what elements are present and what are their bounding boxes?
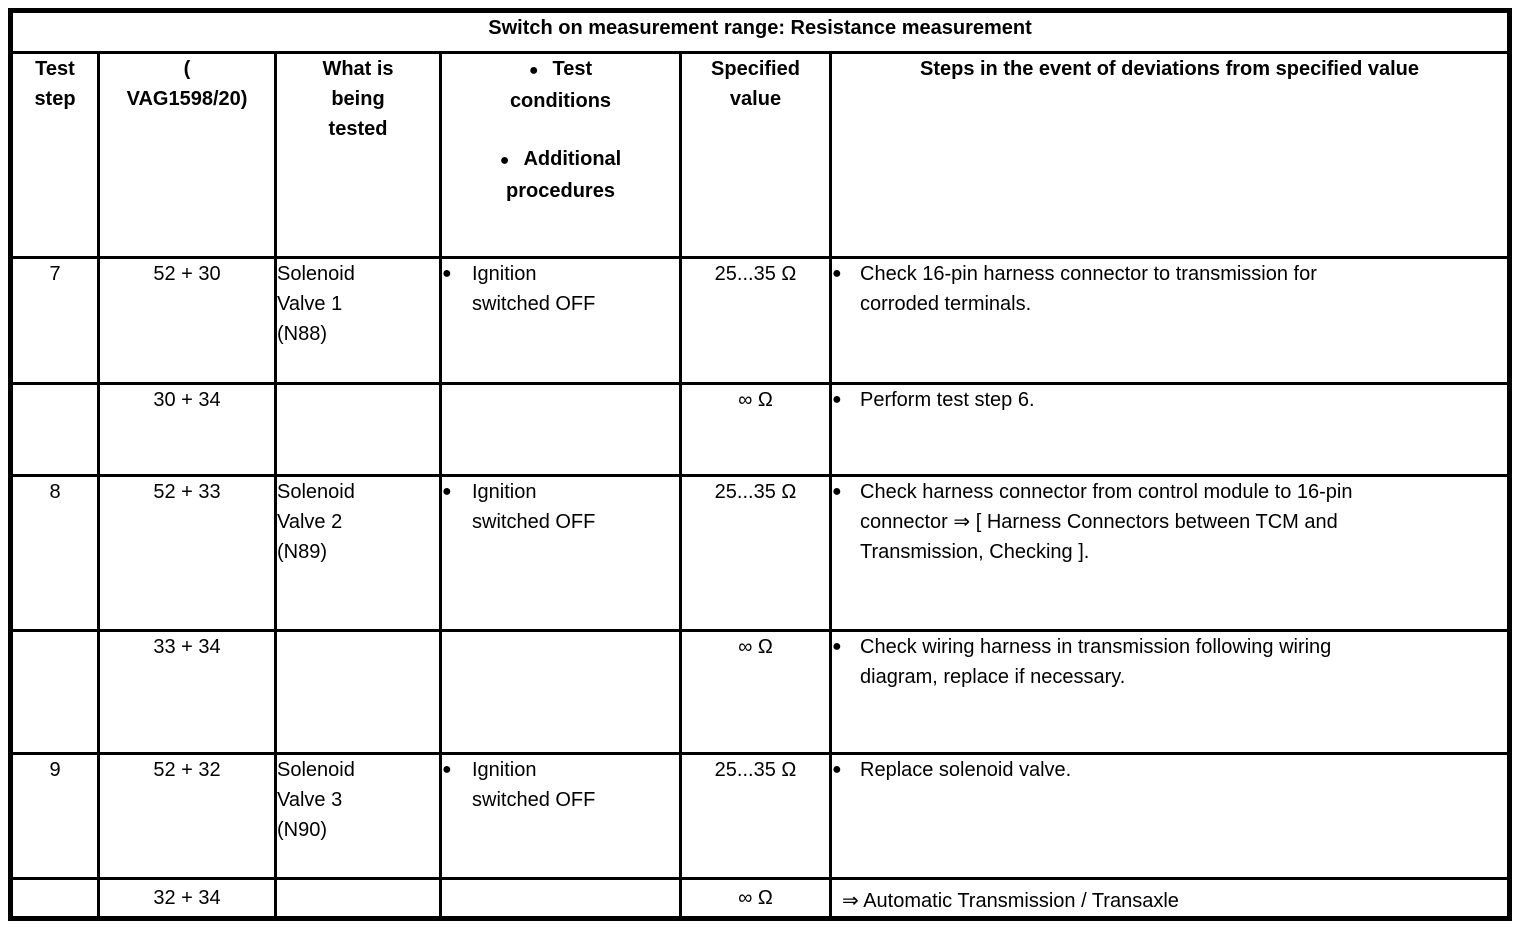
cell-terminals: 52 + 30 <box>97 256 277 385</box>
conditions-value: Ignition switched OFF <box>472 481 596 533</box>
tested-value: Solenoid Valve 2 (N89) <box>277 481 355 563</box>
bullet-icon: ● <box>832 391 842 408</box>
header-test-step-label: Test step <box>34 58 76 110</box>
cell-specified-value: ∞ Ω <box>679 382 832 477</box>
bullet-icon: ● <box>499 152 510 169</box>
cell-what-tested: Solenoid Valve 3 (N90) <box>274 752 442 880</box>
bullet-icon: ● <box>442 265 452 282</box>
terminals-value: 52 + 30 <box>153 263 221 285</box>
cell-terminals: 30 + 34 <box>97 382 277 477</box>
header-specified-value: Specified value <box>679 51 832 259</box>
header-specified-value-label: Specified value <box>711 58 800 110</box>
bullet-icon: ● <box>442 761 452 778</box>
table-row: 7 52 + 30 Solenoid Valve 1 (N88) ● Ignit… <box>9 256 1511 385</box>
cell-test-step: 9 <box>9 752 100 880</box>
resistance-measurement-table: Switch on measurement range: Resistance … <box>8 8 1512 921</box>
specified-value: ∞ Ω <box>738 887 773 909</box>
steps-value: Perform test step 6. <box>860 389 1035 411</box>
table-header-row: Test step ( VAG1598/20) What is being te… <box>9 51 1511 259</box>
cell-conditions <box>439 382 682 477</box>
header-steps-label: Steps in the event of deviations from sp… <box>919 58 1419 80</box>
cell-specified-value: ∞ Ω <box>679 877 832 920</box>
cell-steps: ● Check wiring harness in transmission f… <box>829 629 1511 755</box>
steps-value: Check harness connector from control mod… <box>860 481 1353 563</box>
cell-conditions <box>439 877 682 920</box>
cell-what-tested <box>274 877 442 920</box>
header-test-conditions: ●Test conditions ●Additional procedures <box>439 51 682 259</box>
steps-value: Check 16-pin harness connector to transm… <box>860 263 1317 315</box>
header-test-step: Test step <box>9 51 100 259</box>
test-step-value: 8 <box>49 481 61 503</box>
cell-steps: ● Replace solenoid valve. <box>829 752 1511 880</box>
header-vag-terminals-label: ( VAG1598/20) <box>126 58 248 110</box>
cell-specified-value: 25...35 Ω <box>679 474 832 632</box>
specified-value: 25...35 Ω <box>714 481 797 503</box>
cell-specified-value: 25...35 Ω <box>679 256 832 385</box>
cell-steps: ⇒ Automatic Transmission / Transaxle <box>829 877 1511 920</box>
header-procedures-item: ●Additional procedures <box>444 144 678 206</box>
steps-value: ⇒ Automatic Transmission / Transaxle <box>842 889 1179 912</box>
table-row: 8 52 + 33 Solenoid Valve 2 (N89) ● Ignit… <box>9 474 1511 632</box>
steps-value: Check wiring harness in transmission fol… <box>860 636 1332 688</box>
header-conditions-item: ●Test conditions <box>444 56 678 117</box>
cell-specified-value: ∞ Ω <box>679 629 832 755</box>
cell-conditions: ● Ignition switched OFF <box>439 256 682 385</box>
header-steps: Steps in the event of deviations from sp… <box>829 51 1511 259</box>
test-step-value: 9 <box>49 759 61 781</box>
table-title-text: Switch on measurement range: Resistance … <box>488 17 1032 39</box>
header-what-tested: What is being tested <box>274 51 442 259</box>
header-procedures-label: Additional procedures <box>506 148 622 202</box>
bullet-icon: ● <box>832 761 842 778</box>
specified-value: 25...35 Ω <box>714 759 797 781</box>
header-conditions-label: Test conditions <box>509 58 612 112</box>
cell-test-step <box>9 382 100 477</box>
cell-test-step: 8 <box>9 474 100 632</box>
table-title-row: Switch on measurement range: Resistance … <box>9 9 1511 54</box>
cell-conditions: ● Ignition switched OFF <box>439 752 682 880</box>
cell-test-step: 7 <box>9 256 100 385</box>
header-what-tested-label: What is being tested <box>322 58 394 140</box>
table-row: 32 + 34 ∞ Ω ⇒ Automatic Transmission / T… <box>9 877 1511 920</box>
conditions-value: Ignition switched OFF <box>472 263 596 315</box>
bullet-icon: ● <box>832 638 842 655</box>
cell-test-step <box>9 877 100 920</box>
cell-steps: ● Check 16-pin harness connector to tran… <box>829 256 1511 385</box>
cell-what-tested: Solenoid Valve 1 (N88) <box>274 256 442 385</box>
header-vag-terminals: ( VAG1598/20) <box>97 51 277 259</box>
table-title: Switch on measurement range: Resistance … <box>9 9 1511 54</box>
specified-value: ∞ Ω <box>738 636 773 658</box>
cell-terminals: 52 + 33 <box>97 474 277 632</box>
terminals-value: 52 + 33 <box>153 481 221 503</box>
table-row: 33 + 34 ∞ Ω ● Check wiring harness in tr… <box>9 629 1511 755</box>
bullet-icon: ● <box>442 483 452 500</box>
terminals-value: 52 + 32 <box>153 759 221 781</box>
cell-specified-value: 25...35 Ω <box>679 752 832 880</box>
cell-steps: ● Perform test step 6. <box>829 382 1511 477</box>
bullet-icon: ● <box>528 62 539 79</box>
tested-value: Solenoid Valve 3 (N90) <box>277 759 355 841</box>
cell-what-tested <box>274 629 442 755</box>
terminals-value: 30 + 34 <box>153 389 221 411</box>
bullet-icon: ● <box>832 483 842 500</box>
terminals-value: 32 + 34 <box>153 887 221 909</box>
cell-terminals: 32 + 34 <box>97 877 277 920</box>
steps-value: Replace solenoid valve. <box>860 759 1072 781</box>
cell-conditions: ● Ignition switched OFF <box>439 474 682 632</box>
conditions-value: Ignition switched OFF <box>472 759 596 811</box>
table-row: 9 52 + 32 Solenoid Valve 3 (N90) ● Ignit… <box>9 752 1511 880</box>
specified-value: ∞ Ω <box>738 389 773 411</box>
cell-terminals: 52 + 32 <box>97 752 277 880</box>
cell-steps: ● Check harness connector from control m… <box>829 474 1511 632</box>
cell-what-tested <box>274 382 442 477</box>
cell-test-step <box>9 629 100 755</box>
cell-conditions <box>439 629 682 755</box>
table-row: 30 + 34 ∞ Ω ● Perform test step 6. <box>9 382 1511 477</box>
specified-value: 25...35 Ω <box>714 263 797 285</box>
tested-value: Solenoid Valve 1 (N88) <box>277 263 355 345</box>
bullet-icon: ● <box>832 265 842 282</box>
cell-what-tested: Solenoid Valve 2 (N89) <box>274 474 442 632</box>
cell-terminals: 33 + 34 <box>97 629 277 755</box>
test-step-value: 7 <box>49 263 61 285</box>
terminals-value: 33 + 34 <box>153 636 221 658</box>
